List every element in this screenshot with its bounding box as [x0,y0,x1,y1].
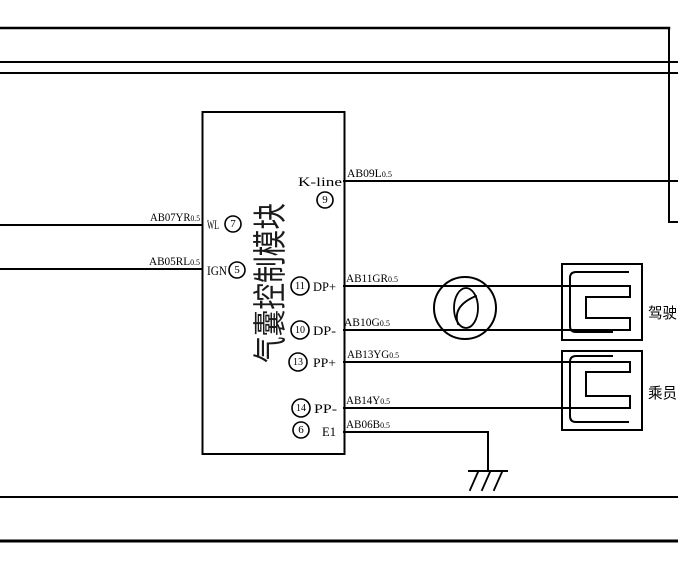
pin-marker-7: 7 [224,215,242,233]
wire-gauge: 0.5 [191,213,200,223]
pin-number: 14 [296,402,306,414]
wire-label-pp-plus: AB13YG0.5 [347,347,399,361]
pin-marker-14: 14 [291,398,311,418]
driver-airbag-squib [585,285,631,331]
driver-airbag-outer-coil [569,271,629,333]
pin-number: 10 [295,324,305,336]
pin-label-e1: E1 [322,425,336,439]
pin-circle [290,276,310,296]
pin-marker-13: 13 [288,352,308,372]
pin-number: 9 [322,194,328,206]
driver-airbag-label: 驾驶 [648,304,677,322]
clock-spring-inner-coil [453,287,479,329]
ground-icon [468,431,508,492]
pin-circle [290,320,310,340]
pin-marker-5: 5 [228,261,246,279]
pin-marker-10: 10 [290,320,310,340]
pin-number: 6 [298,424,304,436]
wire-code: AB10G [344,315,380,329]
wire-code: AB05RL [149,254,190,268]
passenger-airbag-label: 乘员 [648,384,677,402]
wire-gauge: 0.5 [389,350,399,360]
wire-label-pp-minus: AB14Y0.5 [346,393,390,407]
pin-label-wl: WL [207,218,219,232]
wire-label-ign: AB05RL0.5 [149,254,200,268]
clock-spring-icon [433,276,497,340]
pin-circle [288,352,308,372]
wire-label-dp-minus: AB10G0.5 [344,315,390,329]
ground-tick-3 [492,470,504,492]
pin-marker-11: 11 [290,276,310,296]
pin-marker-9: 9 [316,191,334,209]
wire-gauge: 0.5 [380,420,390,430]
pin-number: 5 [234,264,240,276]
wire-label-wl: AB07YR0.5 [150,210,200,224]
pin-label-pp-plus: PP+ [313,356,336,370]
pin-circle [224,215,242,233]
module-title: 气囊控制模块 [251,203,291,363]
ground-tick-2 [480,470,492,492]
passenger-airbag-outer-coil [569,355,629,423]
pin-circle [228,261,246,279]
pin-label-dp-plus: DP+ [313,280,336,294]
passenger-airbag-icon [561,350,643,431]
pin-circle [316,191,334,209]
wire-code: AB09L [347,166,382,180]
driver-airbag-box [561,263,643,341]
pin-label-pp-minus: PP- [314,402,337,416]
passenger-airbag-box [561,350,643,431]
passenger-airbag-squib [585,361,631,409]
wire-gauge: 0.5 [388,274,398,284]
pin-number: 11 [295,280,305,292]
wire-code: AB14Y [346,393,381,407]
wire-gauge: 0.5 [382,169,392,179]
clock-spring-outer-circle [433,276,497,340]
pin-label-k-line: K-line [298,175,343,189]
wire-gauge: 0.5 [380,318,390,328]
wire-code: AB07YR [150,210,191,224]
wire-label-k-line: AB09L0.5 [347,166,392,180]
pin-label-dp-minus: DP- [313,324,336,338]
wire-code: AB11GR [346,271,388,285]
pin-circle [292,421,310,439]
driver-airbag-icon [561,263,643,341]
clock-spring-inner-curve [455,294,478,326]
pin-marker-6: 6 [292,421,310,439]
airbag-control-module-box [201,111,346,455]
wire-code: AB06B [346,417,380,431]
wire-label-dp-plus: AB11GR0.5 [346,271,398,285]
pin-number: 7 [230,218,236,230]
pin-circle [291,398,311,418]
wire-gauge: 0.5 [190,257,200,267]
wire-label-e1: AB06B0.5 [346,417,390,431]
ground-tick-1 [468,470,480,492]
wire-code: AB13YG [347,347,390,361]
pin-number: 13 [293,356,303,368]
wire-gauge: 0.5 [380,396,390,406]
pin-label-ign: IGN [207,264,227,278]
